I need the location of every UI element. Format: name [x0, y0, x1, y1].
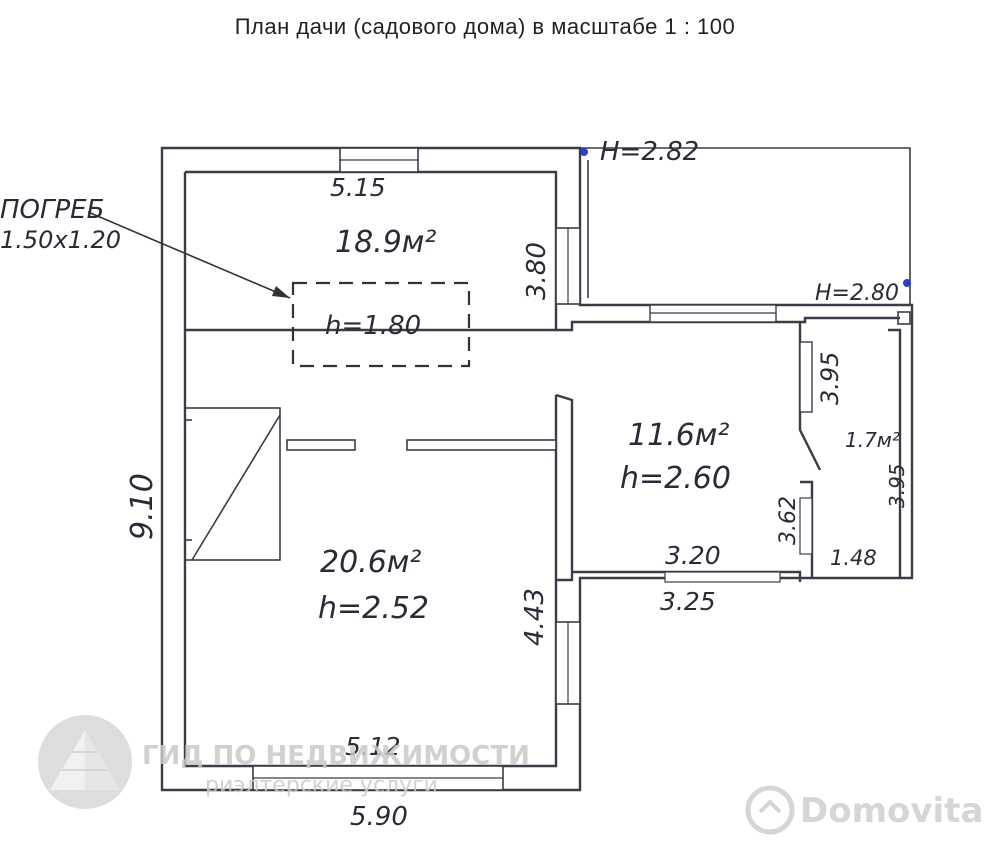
partition	[286, 439, 557, 451]
small-area-label: 1.7м²	[845, 428, 900, 452]
bottom-outer-label: 5.90	[350, 802, 408, 832]
watermark-site: Domovita	[800, 791, 983, 831]
room3-outer-label: 3.25	[660, 587, 716, 616]
cellar	[87, 211, 471, 368]
room2-height-label: h=2.52	[318, 591, 429, 626]
room1-depth-label: 3.80	[522, 242, 552, 300]
watermark-company: ГИД ПО НЕДВИЖИМОСТИ	[142, 741, 530, 771]
bottom-inner-label: 5.12	[345, 732, 401, 761]
porch-height-label: Н=2.80	[815, 281, 899, 306]
room2-area-label: 20.6м²	[320, 545, 421, 580]
cellar-size-label: 1.50х1.20	[0, 226, 121, 254]
stove	[184, 407, 281, 561]
room3-depth-label: 3.62	[776, 496, 801, 545]
windows	[252, 147, 813, 791]
small-width-label: 1.48	[830, 546, 877, 570]
room2-depth-label: 4.43	[520, 588, 550, 646]
room1-width-label: 5.15	[330, 173, 386, 202]
cellar-name-label: ПОГРЕБ	[0, 195, 104, 225]
company-watermark: ГИД ПО НЕДВИЖИМОСТИ риэлтерские услуги	[38, 715, 530, 809]
room3-area-label: 11.6м²	[628, 418, 729, 453]
left-length-label: 9.10	[125, 473, 160, 540]
small-depth-label: 3.95	[816, 352, 844, 405]
small-depth2-label: 3.95	[885, 463, 909, 508]
site-logo-icon	[745, 785, 795, 835]
veranda-height-label: Н=2.82	[600, 137, 699, 167]
room3-height-label: h=2.60	[620, 461, 731, 496]
room3-width-label: 3.20	[665, 541, 721, 570]
cellar-height-label: h=1.80	[325, 311, 421, 341]
site-watermark: Domovita	[745, 785, 983, 835]
watermark-tagline: риэлтерские услуги	[205, 773, 438, 798]
plan-title: План дачи (садового дома) в масштабе 1 :…	[234, 14, 736, 39]
room1-area-label: 18.9м²	[335, 225, 436, 260]
